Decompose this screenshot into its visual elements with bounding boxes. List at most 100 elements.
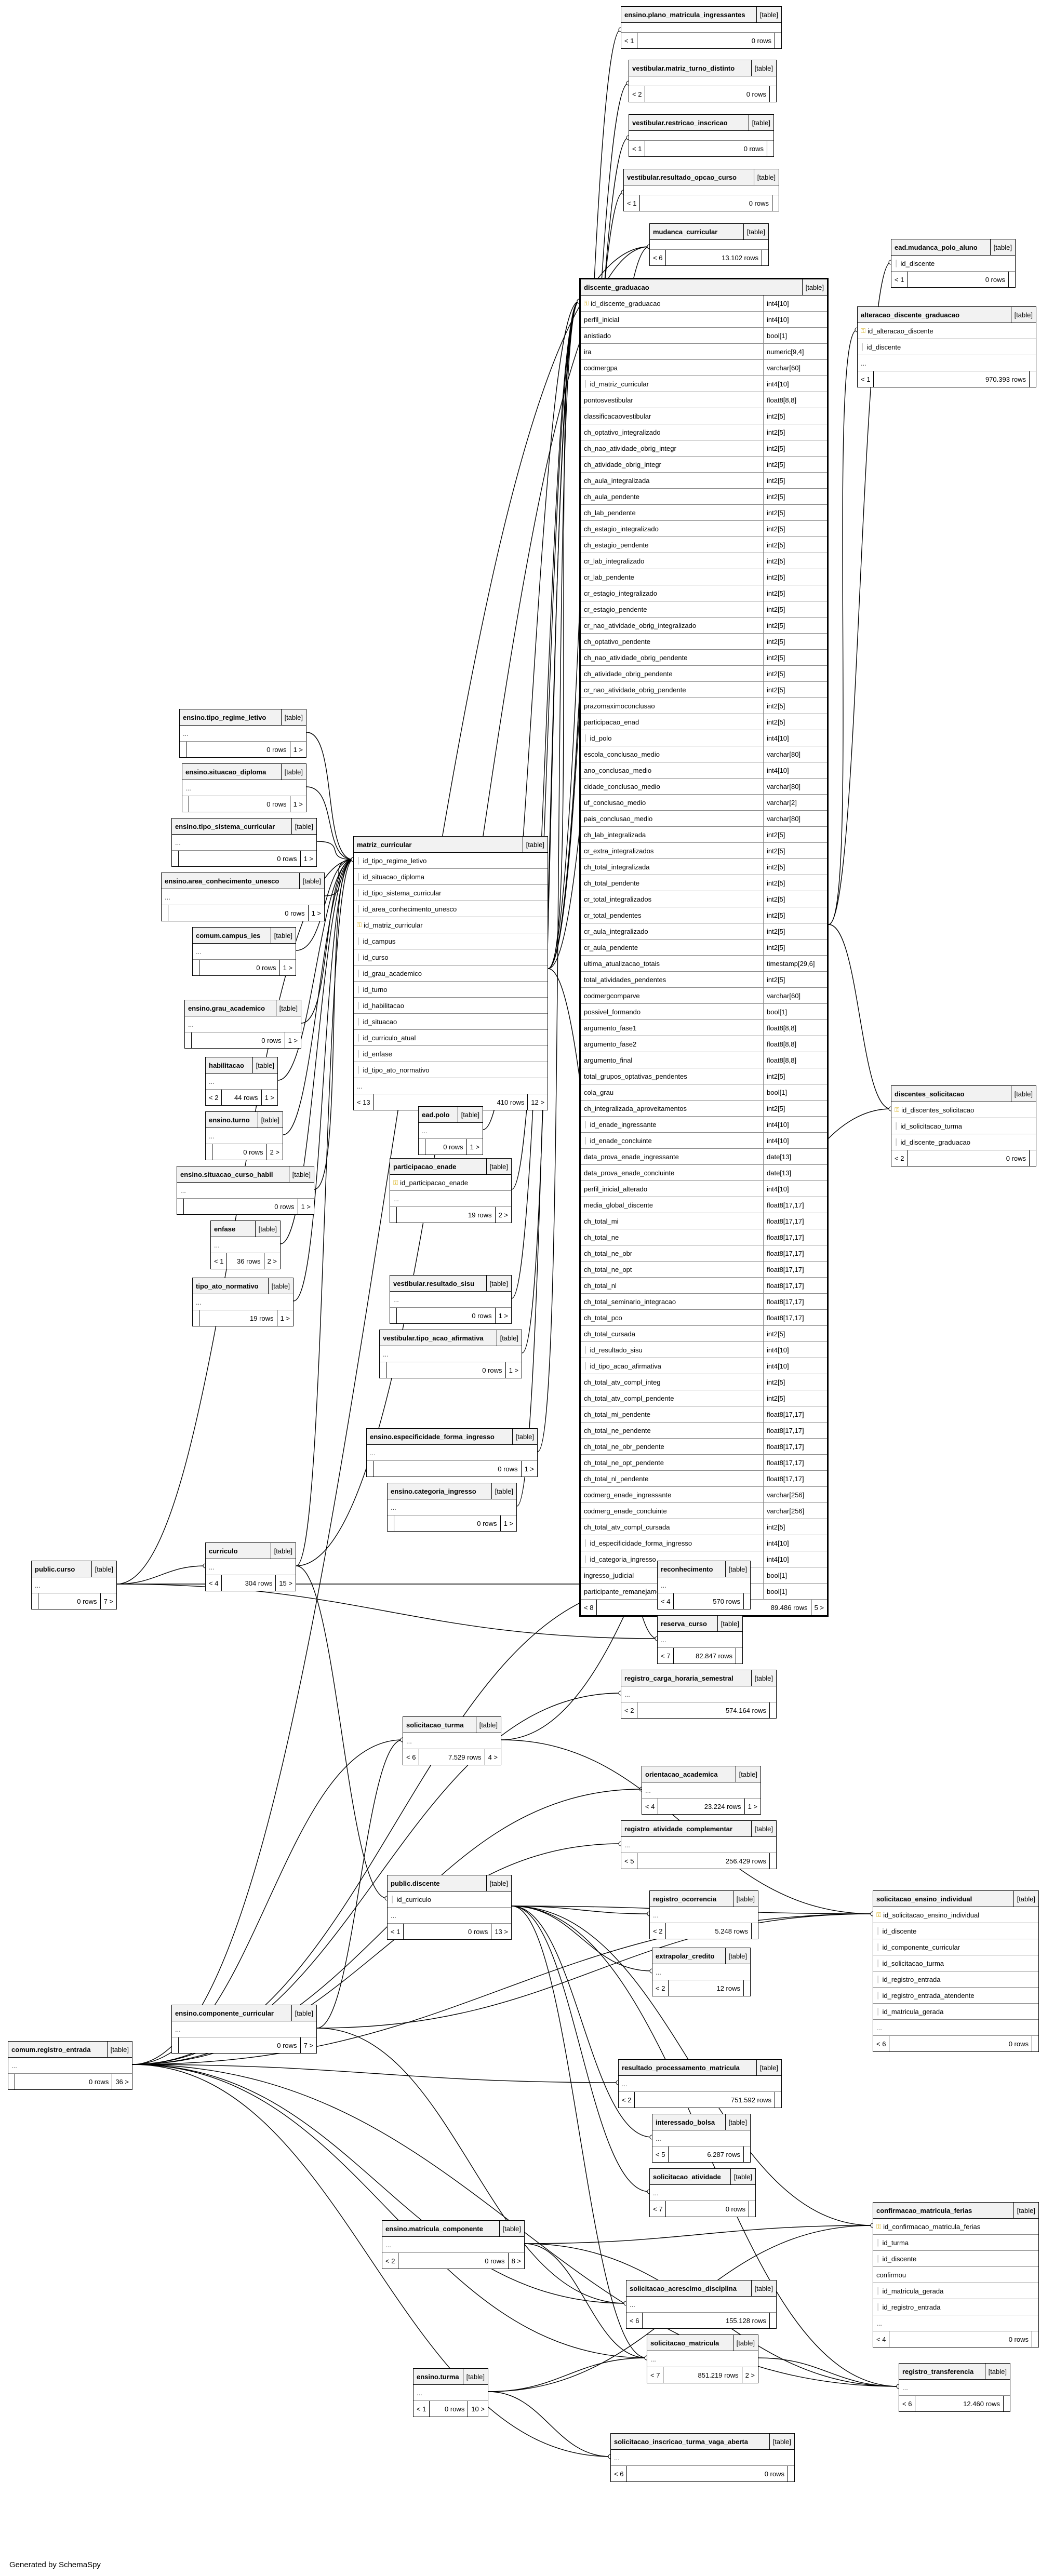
children-count[interactable]: 8 > bbox=[508, 2253, 524, 2269]
children-count[interactable]: 1 > bbox=[261, 1090, 277, 1105]
table-name[interactable]: public.discente bbox=[391, 1879, 440, 1887]
table-name[interactable]: alteracao_discente_graduacao bbox=[861, 311, 960, 319]
parents-count[interactable]: < 1 bbox=[891, 272, 908, 287]
children-count[interactable]: 13 > bbox=[491, 1924, 511, 1939]
parents-count[interactable] bbox=[367, 1461, 373, 1477]
table-name[interactable]: vestibular.tipo_acao_afirmativa bbox=[383, 1334, 484, 1342]
parents-count[interactable] bbox=[193, 1310, 199, 1326]
table-alteracao-discente-graduacao[interactable]: alteracao_discente_graduacao[table]⚿id_a… bbox=[857, 306, 1036, 387]
children-count[interactable]: 15 > bbox=[275, 1575, 296, 1591]
table-ensino-area-conhecimento-unesco[interactable]: ensino.area_conhecimento_unesco[table]..… bbox=[161, 873, 325, 921]
children-count[interactable] bbox=[743, 1980, 750, 1996]
parents-count[interactable]: < 5 bbox=[652, 2146, 669, 2162]
parents-count[interactable] bbox=[177, 1199, 184, 1214]
children-count[interactable] bbox=[788, 2466, 794, 2481]
table-name[interactable]: registro_carga_horaria_semestral bbox=[624, 1674, 733, 1682]
parents-count[interactable] bbox=[206, 1144, 212, 1160]
table-name[interactable]: curriculo bbox=[209, 1547, 238, 1555]
table-name[interactable]: ensino.tipo_sistema_curricular bbox=[175, 822, 275, 830]
children-count[interactable] bbox=[775, 2092, 781, 2108]
table-name[interactable]: ead.polo bbox=[422, 1110, 450, 1119]
children-count[interactable]: 2 > bbox=[495, 1207, 511, 1223]
parents-count[interactable]: < 2 bbox=[650, 1923, 666, 1939]
table-resultado-processamento-matricula[interactable]: resultado_processamento_matricula[table]… bbox=[618, 2059, 782, 2108]
table-name[interactable]: registro_transferencia bbox=[902, 2367, 974, 2376]
table-name[interactable]: interessado_bolsa bbox=[656, 2118, 715, 2126]
parents-count[interactable]: < 6 bbox=[611, 2466, 628, 2481]
table-name[interactable]: orientacao_academica bbox=[645, 1770, 718, 1778]
parents-count[interactable] bbox=[172, 851, 179, 866]
parents-count[interactable]: < 2 bbox=[206, 1090, 222, 1105]
table-name[interactable]: resultado_processamento_matricula bbox=[622, 2063, 740, 2072]
children-count[interactable]: 1 > bbox=[279, 960, 296, 975]
children-count[interactable] bbox=[1029, 1150, 1036, 1166]
children-count[interactable]: 7 > bbox=[300, 2037, 316, 2053]
children-count[interactable] bbox=[769, 86, 776, 102]
parents-count[interactable] bbox=[182, 796, 189, 812]
table-name[interactable]: ensino.grau_academico bbox=[188, 1004, 265, 1012]
parents-count[interactable] bbox=[193, 960, 199, 975]
table-name[interactable]: solicitacao_ensino_individual bbox=[876, 1895, 972, 1903]
table-name[interactable]: confirmacao_matricula_ferias bbox=[876, 2206, 972, 2215]
parents-count[interactable]: < 6 bbox=[873, 2036, 890, 2051]
table-ead-mudanca-polo-aluno[interactable]: ead.mudanca_polo_aluno[table]│id_discent… bbox=[891, 239, 1016, 288]
parents-count[interactable]: < 2 bbox=[891, 1150, 908, 1166]
children-count[interactable] bbox=[1003, 2396, 1010, 2411]
table-name[interactable]: vestibular.restricao_inscricao bbox=[632, 118, 728, 127]
table-name[interactable]: participacao_enade bbox=[393, 1162, 457, 1171]
table-solicitacao-inscricao-turma-vaga-aberta[interactable]: solicitacao_inscricao_turma_vaga_aberta[… bbox=[610, 2433, 795, 2482]
parents-count[interactable]: < 7 bbox=[647, 2367, 664, 2383]
parents-count[interactable]: < 4 bbox=[642, 1799, 659, 1814]
parents-count[interactable]: < 1 bbox=[388, 1924, 404, 1939]
parents-count[interactable]: < 6 bbox=[899, 2396, 916, 2411]
table-name[interactable]: matriz_curricular bbox=[357, 840, 412, 849]
children-count[interactable] bbox=[743, 2146, 750, 2162]
children-count[interactable]: 1 > bbox=[276, 1310, 293, 1326]
parents-count[interactable] bbox=[185, 1032, 192, 1048]
table-name[interactable]: comum.registro_entrada bbox=[11, 2045, 91, 2054]
children-count[interactable]: 1 > bbox=[284, 1032, 301, 1048]
table-name[interactable]: solicitacao_acrescimo_disciplina bbox=[630, 2284, 737, 2292]
parents-count[interactable]: < 1 bbox=[413, 2401, 430, 2417]
children-count[interactable]: 1 > bbox=[505, 1362, 522, 1378]
children-count[interactable]: 4 > bbox=[484, 1749, 501, 1765]
children-count[interactable]: 7 > bbox=[100, 1593, 116, 1609]
parents-count[interactable] bbox=[162, 905, 168, 921]
parents-count[interactable]: < 7 bbox=[658, 1648, 674, 1663]
table-discentes-solicitacao[interactable]: discentes_solicitacao[table]⚿id_discente… bbox=[891, 1085, 1036, 1166]
children-count[interactable] bbox=[743, 1593, 750, 1609]
children-count[interactable] bbox=[736, 1648, 742, 1663]
table-name[interactable]: enfase bbox=[214, 1225, 236, 1233]
table-name[interactable]: comum.campus_ies bbox=[196, 931, 261, 940]
children-count[interactable] bbox=[769, 2313, 776, 2328]
children-count[interactable]: 1 > bbox=[300, 851, 316, 866]
table-name[interactable]: ensino.matricula_componente bbox=[385, 2224, 483, 2233]
parents-count[interactable]: < 5 bbox=[621, 1853, 638, 1869]
parents-count[interactable] bbox=[390, 1207, 397, 1223]
table-vestibular-resultado-opcao-curso[interactable]: vestibular.resultado_opcao_curso[table]<… bbox=[623, 169, 779, 211]
children-count[interactable]: 1 > bbox=[521, 1461, 537, 1477]
children-count[interactable] bbox=[762, 250, 768, 265]
children-count[interactable]: 1 > bbox=[308, 905, 324, 921]
children-count[interactable] bbox=[769, 1702, 776, 1718]
table-confirmacao-matricula-ferias[interactable]: confirmacao_matricula_ferias[table]⚿id_c… bbox=[873, 2202, 1039, 2347]
parents-count[interactable]: < 4 bbox=[658, 1593, 674, 1609]
parents-count[interactable] bbox=[388, 1515, 394, 1531]
table-name[interactable]: ensino.turno bbox=[209, 1116, 250, 1124]
table-name[interactable]: ensino.componente_curricular bbox=[175, 2009, 274, 2017]
children-count[interactable] bbox=[775, 33, 781, 48]
parents-count[interactable]: < 1 bbox=[629, 141, 646, 156]
children-count[interactable]: 1 > bbox=[495, 1308, 511, 1323]
table-name[interactable]: vestibular.resultado_opcao_curso bbox=[627, 173, 737, 181]
table-name[interactable]: ensino.plano_matricula_ingressantes bbox=[624, 10, 745, 19]
